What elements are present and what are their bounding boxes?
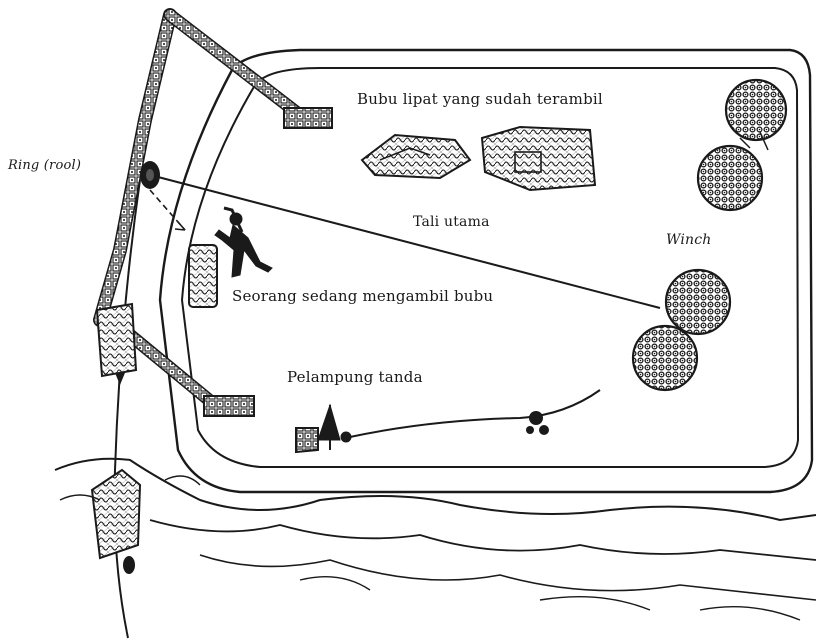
hanging-trap (97, 304, 136, 376)
folded-trap-2 (482, 127, 595, 190)
boat-inner-gunwale (182, 68, 798, 467)
label-retrieved-traps: Bubu lipat yang sudah terambil (357, 90, 603, 108)
boat-outer-hull (160, 50, 812, 492)
label-main-line: Tali utama (413, 214, 490, 230)
label-winch: Winch (666, 232, 712, 248)
sea-surface-3 (200, 555, 816, 600)
boom-tip-upper (284, 108, 332, 128)
label-person: Seorang sedang mengambil bubu (232, 287, 493, 305)
buoy-line (350, 390, 600, 437)
label-marker-buoy: Pelampung tanda (287, 368, 423, 386)
crew-person (215, 208, 272, 277)
trap-weight (123, 556, 135, 574)
label-ring: Ring (rool) (8, 158, 81, 173)
boom-tip-lower (204, 396, 254, 416)
folded-trap-1 (362, 135, 470, 178)
trap-in-water (92, 470, 140, 558)
sea-surface-2 (150, 520, 816, 560)
winch-upper (698, 80, 786, 210)
winch-main (633, 270, 730, 390)
trap-being-hauled (189, 245, 217, 307)
marker-buoy (296, 405, 351, 452)
